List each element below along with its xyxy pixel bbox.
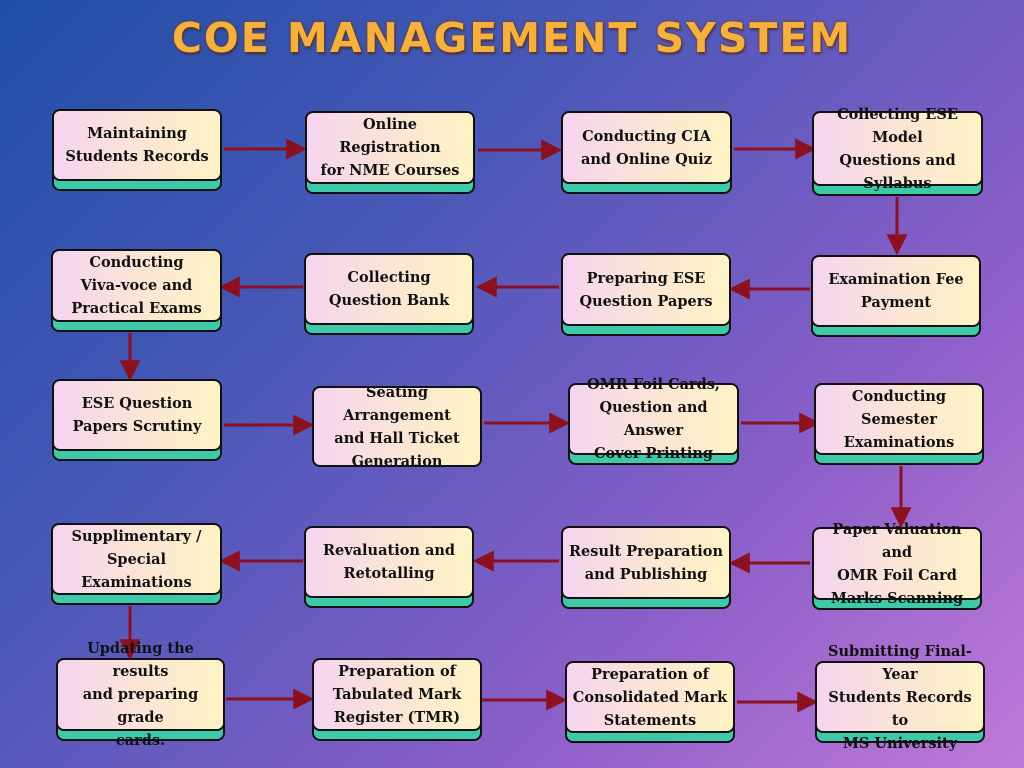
step-paper-valuation: Paper Valuation and OMR Foil Card Marks … (812, 521, 982, 610)
step-label: Maintaining Students Records (65, 125, 209, 165)
step-label: Seating Arrangement and Hall Ticket Gene… (334, 383, 460, 470)
step-label: Updating the results and preparing grade… (82, 640, 199, 749)
step-label: Collecting Question Bank (328, 269, 450, 309)
page-title: COE MANAGEMENT SYSTEM (171, 14, 853, 62)
step-conducting-viva-voce: Conducting Viva-voce and Practical Exams (51, 249, 222, 332)
step-omr-foil-cards-printing: OMR Foil Cards, Question and Answer Cove… (568, 376, 739, 465)
step-label: Preparation of Tabulated Mark Register (… (332, 663, 462, 726)
step-conducting-cia: Conducting CIA and Online Quiz (561, 111, 732, 194)
step-label: Online Registration for NME Courses (320, 116, 460, 179)
step-label: Conducting Semester Examinations (843, 387, 955, 451)
step-updating-results: Updating the results and preparing grade… (56, 640, 225, 749)
step-result-preparation: Result Preparation and Publishing (561, 526, 731, 609)
step-collecting-question-bank: Collecting Question Bank (304, 253, 474, 335)
step-collecting-ese-model-questions: Collecting ESE Model Questions and Sylla… (812, 106, 983, 196)
step-preparation-of-consolidated-mark-statements: Preparation of Consolidated Mark Stateme… (565, 661, 735, 743)
step-conducting-semester-examinations: Conducting Semester Examinations (814, 383, 984, 465)
step-label: Preparing ESE Question Papers (579, 269, 713, 310)
step-label: Collecting ESE Model Questions and Sylla… (837, 105, 958, 192)
step-maintaining-student-records: Maintaining Students Records (52, 109, 222, 191)
step-label: Preparation of Consolidated Mark Stateme… (572, 665, 728, 729)
step-label: Supplimentary / Special Examinations (71, 527, 202, 591)
step-label: Conducting Viva-voce and Practical Exams (71, 254, 202, 317)
step-label: ESE Question Papers Scrutiny (72, 395, 202, 435)
step-ese-question-papers-scrutiny: ESE Question Papers Scrutiny (52, 379, 222, 461)
step-label: Conducting CIA and Online Quiz (580, 127, 713, 168)
step-submitting-final-year-records: Submitting Final-Year Students Records t… (815, 643, 985, 752)
step-label: Submitting Final-Year Students Records t… (828, 642, 972, 752)
step-label: Result Preparation and Publishing (569, 542, 723, 583)
step-online-registration: Online Registration for NME Courses (305, 111, 475, 194)
step-preparation-of-tmr: Preparation of Tabulated Mark Register (… (312, 658, 482, 741)
step-examination-fee-payment: Examination Fee Payment (811, 255, 981, 337)
step-revaluation-retotalling: Revaluation and Retotalling (304, 526, 474, 608)
step-label: Revaluation and Retotalling (322, 542, 456, 582)
step-seating-arrangement: Seating Arrangement and Hall Ticket Gene… (312, 384, 482, 470)
step-label: Paper Valuation and OMR Foil Card Marks … (830, 520, 964, 607)
step-label: Examination Fee Payment (828, 271, 964, 311)
step-supplimentary-examinations: Supplimentary / Special Examinations (51, 523, 222, 605)
step-label: OMR Foil Cards, Question and Answer Cove… (587, 376, 720, 462)
step-preparing-ese-question-papers: Preparing ESE Question Papers (561, 253, 731, 336)
